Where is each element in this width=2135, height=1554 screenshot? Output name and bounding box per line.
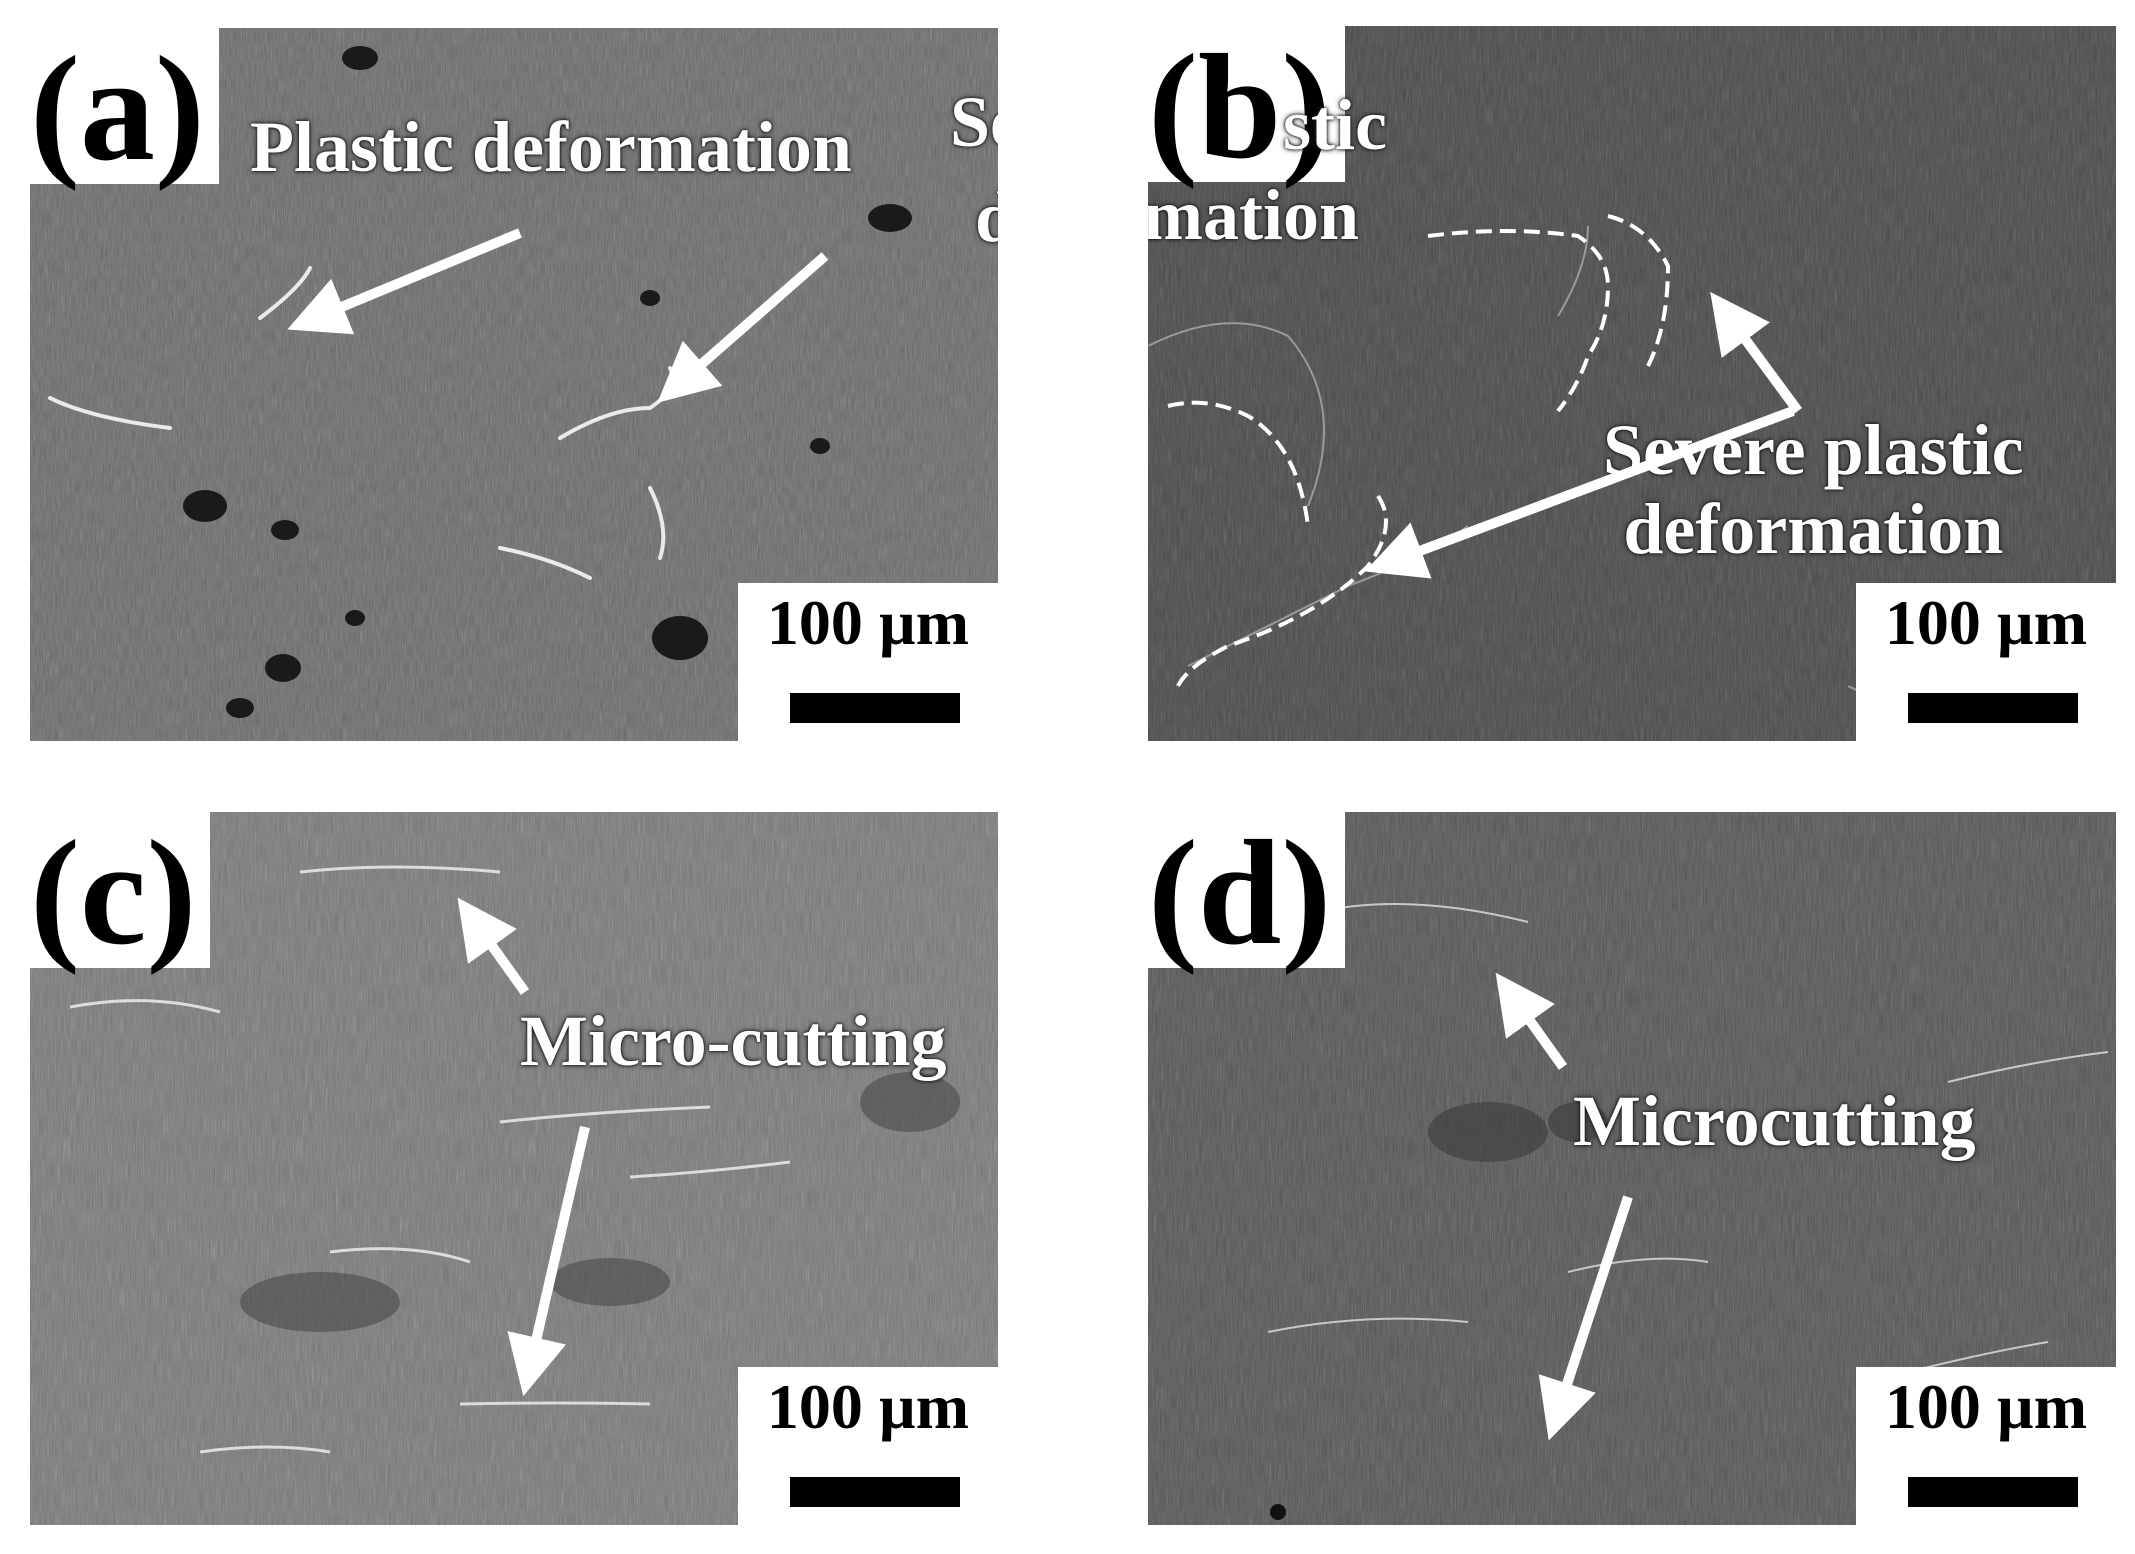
- panel-d-scale-bar: [1908, 1477, 2078, 1507]
- panel-b-cut-text-1: stic: [1283, 85, 1387, 165]
- panel-b-label: (b): [1148, 26, 1346, 182]
- panel-b-scale-box: 100 µm: [1856, 583, 2116, 741]
- panel-a-scale-bar: [790, 693, 960, 723]
- panel-b-sem-image: (b) stic mation Severe plastic deformati…: [1148, 26, 2116, 741]
- panel-d-scale-text: 100 µm: [1884, 1371, 2088, 1442]
- panel-b-scale-bar: [1908, 693, 2078, 723]
- panel-a-label: (a): [30, 28, 219, 184]
- panel-b-scale-text: 100 µm: [1884, 587, 2088, 658]
- panel-d-sem-image: (d) Microcutting 100 µm: [1148, 812, 2116, 1525]
- panel-a-scale-text: 100 µm: [766, 587, 970, 658]
- panel-b-cut-text-2: mation: [1148, 175, 1359, 255]
- panel-a-scale-box: 100 µm: [738, 583, 998, 741]
- panel-c-annotation: Micro-cutting: [520, 1001, 947, 1081]
- panel-c-label: (c): [30, 812, 211, 968]
- panel-b-annotation-line2: deformation: [1623, 489, 2004, 570]
- panel-d-label: (d): [1148, 812, 1346, 968]
- panel-c-scale-box: 100 µm: [738, 1367, 998, 1525]
- panel-d-annotation: Microcutting: [1573, 1081, 1976, 1161]
- panel-c-scale-text: 100 µm: [766, 1371, 970, 1442]
- panel-a-sem-image: (a) Plastic deformation Se d 100 µm: [30, 28, 998, 741]
- panel-b-annotation-line1: Severe plastic: [1603, 410, 2024, 490]
- panel-a-annotation: Plastic deformation: [250, 107, 852, 187]
- panel-a-cut-text-1: Se: [950, 82, 998, 162]
- panel-c-sem-image: (c) Micro-cutting 100 µm: [30, 812, 998, 1525]
- panel-b-annotation: Severe plastic deformation: [1603, 410, 2024, 570]
- panel-a-cut-text-2: d: [975, 177, 998, 257]
- panel-c-scale-bar: [790, 1477, 960, 1507]
- panel-d-scale-box: 100 µm: [1856, 1367, 2116, 1525]
